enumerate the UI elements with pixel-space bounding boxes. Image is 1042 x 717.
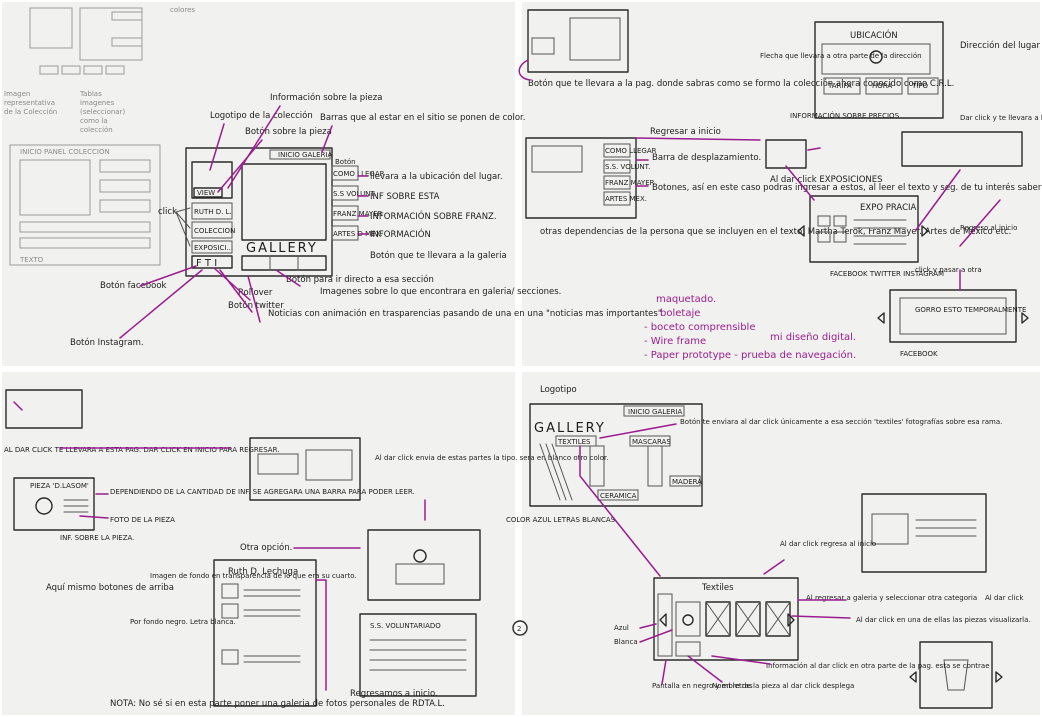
faint-nav-text: INICIO PANEL COLECCION — [20, 148, 110, 156]
nota: NOTA: No sé si en esta parte poner una g… — [110, 698, 445, 709]
faint-mid-text-3: (seleccionar) — [80, 108, 125, 116]
ceramica-tab-label: CERAMICA — [600, 492, 637, 500]
side-note-1: llevara a la ubicación del lugar. — [370, 171, 503, 182]
p2-menu-4: ARTES MEX. — [605, 195, 647, 203]
faint-texto: TEXTO — [19, 256, 44, 264]
regresamos: Regresamos a inicio. — [350, 689, 438, 699]
direccion-label: Dirección del lugar — [960, 40, 1040, 51]
gorro-text: GORRO ESTO TEMPORALMENTE — [915, 306, 1026, 314]
regreso-inicio: Regreso al inicio — [960, 224, 1017, 232]
view-label: VIEW — [197, 189, 215, 197]
tab-tarifa-label: TARIFA — [827, 82, 852, 90]
side-note-4: INFORMACIÓN — [370, 228, 431, 240]
al-dar-click-expo: Al dar click EXPOSICIONES — [770, 175, 883, 185]
al-dar-click-envia: Al dar click envia de estas partes la ti… — [375, 454, 608, 462]
click-pasar: click y pasar a otra — [915, 266, 982, 274]
menu-label-1: RUTH D. L. — [194, 208, 232, 216]
boton-label: Botón — [335, 158, 356, 166]
fondo-negro: Por fondo negro. Letra blanca. — [130, 618, 236, 626]
inf-pieza-note: INF. SOBRE LA PIEZA. — [60, 534, 134, 542]
foto-note: FOTO DE LA PIEZA — [110, 516, 175, 524]
al-dar-click-r: Al dar click — [985, 594, 1024, 602]
note-noticias: Noticias con animación en trasparencias … — [268, 308, 662, 319]
purple-note-2: boletaje — [660, 308, 700, 319]
p2-menu-1: COMO LLEGAR — [605, 147, 657, 155]
aqui-mismo: Aquí mismo botones de arriba — [46, 583, 174, 593]
dar-click-ubicacion: Dar click y te llevara a la ubicación — [960, 114, 1042, 122]
ubicacion-title: UBICACIÓN — [850, 29, 898, 41]
boton-envia-note: Botón te enviara al dar click únicamente… — [680, 418, 1002, 426]
faint-left-text-3: de la Colección — [4, 108, 57, 116]
note-galeria: Botón que te llevara a la galeria — [370, 250, 507, 261]
otra-opcion: Otra opción. — [240, 542, 292, 553]
gallery-label: GALLERY — [246, 241, 318, 256]
blanca-note: Blanca — [614, 638, 638, 646]
barra-desplazamiento: Barra de desplazamiento. — [652, 153, 761, 163]
p2-menu-2: S.S. VOLUNT. — [605, 163, 650, 171]
purple-note-6: mi diseño digital. — [770, 332, 856, 343]
p4-nav: INICIO GALERIA — [628, 408, 683, 416]
side-note-3: INFORMACIÓN SOBRE FRANZ. — [370, 210, 497, 222]
imagen-fondo: Imagen de fondo en transparencia de lo q… — [150, 572, 357, 580]
note-info: Información sobre la pieza — [270, 92, 382, 103]
madera-tab-label: MADERA — [672, 478, 702, 486]
menu-label-3: EXPOSICI... — [194, 244, 233, 252]
faint-left-text-1: Imagen — [4, 90, 30, 98]
menu-label-2: COLECCION — [194, 227, 235, 235]
mascaras-tab-label: MASCARAS — [632, 438, 671, 446]
nav-text: INICIO GALERIA — [278, 151, 333, 159]
tab-hora-label: HORA — [872, 82, 892, 90]
side-note-2: INF SOBRE ESTA — [370, 192, 440, 202]
otras-dependencias: otras dependencias de la persona que se … — [540, 226, 1011, 237]
faint-colores-label: colores — [170, 6, 195, 14]
al-regresar-note: Al regresar a galeria y seleccionar otra… — [806, 594, 977, 602]
faint-mid-text-1: Tablas — [79, 90, 102, 98]
tab-tipo-label: TIPO — [911, 82, 929, 90]
nombre-note: Nombre de la pieza al dar click desplega — [712, 682, 854, 690]
azul-note: Azul — [614, 624, 629, 632]
faint-mid-text-4: como la — [80, 117, 108, 125]
facebook-label-2: FACEBOOK — [900, 350, 938, 358]
circle-number: 2 — [517, 625, 521, 633]
purple-note-3: - boceto comprensible — [644, 322, 755, 333]
regresar-inicio: Regresar a inicio — [650, 127, 721, 137]
note-directo: Botón para ir directo a esa sección — [286, 274, 434, 285]
voluntariado-title: S.S. VOLUNTARIADO — [370, 622, 441, 630]
note-barras: Barras que al estar en el sitio se ponen… — [320, 113, 525, 123]
textiles-header: Textiles — [701, 583, 734, 593]
note-boton-sobre: Botón sobre la pieza — [245, 126, 332, 137]
al-dar-click-inicio: Al dar click regresa al inicio — [780, 540, 876, 548]
expo-title: EXPO PRACIA — [860, 203, 917, 213]
purple-note-4: - Wire frame — [644, 336, 706, 347]
dependiendo-note: DEPENDIENDO DE LA CANTIDAD DE INF. SE AG… — [110, 488, 415, 496]
info-precios: INFORMACIÓN SOBRE PRECIOS — [790, 111, 900, 120]
click-label: click — [158, 207, 177, 217]
purple-note-1: maquetado. — [656, 294, 716, 305]
pieza-label: PIEZA 'D.LASOM' — [30, 482, 89, 490]
note-imagenes: Imagenes sobre lo que encontrara en gale… — [320, 287, 561, 297]
p4-gallery: GALLERY — [534, 421, 606, 436]
faint-mid-text-2: imagenes — [80, 99, 115, 107]
logotipo-label: Logotipo — [540, 385, 577, 395]
textiles-tab-label: TEXTILES — [557, 438, 591, 446]
flecha-note: Flecha que llevara a otra parte de la di… — [760, 52, 922, 60]
color-azul-note: COLOR AZUL LETRAS BLANCAS — [506, 516, 616, 524]
faint-left-text-2: representativa — [4, 99, 55, 107]
informacion-note: Información al dar click en otra parte d… — [766, 662, 990, 670]
al-dar-click-img: Al dar click en una de ellas las piezas … — [856, 616, 1031, 624]
note-facebook: Botón facebook — [100, 280, 167, 291]
purple-note-5: - Paper prototype - prueba de navegación… — [644, 349, 856, 361]
faint-mid-text-5: colección — [80, 126, 113, 134]
p3-al-dar-click: AL DAR CLICK TE LLEVARA A ESTA PAG. DAR … — [4, 446, 279, 454]
note-logo: Logotipo de la colección — [210, 110, 313, 121]
note-instagram: Botón Instagram. — [70, 337, 144, 348]
